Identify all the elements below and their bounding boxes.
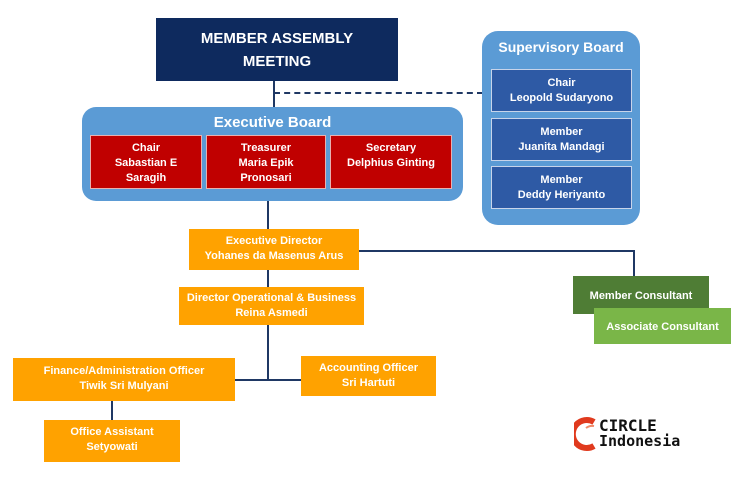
connector-exec-director [267,201,269,229]
supervisory-board-panel: Supervisory Board Chair Leopold Sudaryon… [482,31,640,225]
assembly-line2: MEETING [242,53,312,70]
supervisory-chair-role: Chair [547,77,576,89]
finance-officer-role: Finance/Administration Officer [43,365,205,377]
exec-treasurer-name2: Pronosari [240,172,292,184]
office-assistant-name: Setyowati [86,441,138,453]
logo-word-indonesia: Indonesia [599,432,681,450]
supervisory-chair-box: Chair Leopold Sudaryono [491,69,632,112]
member-consultant-label: Member Consultant [589,290,693,302]
exec-chair-name2: Saragih [125,172,167,184]
connector-staff-h [235,379,301,381]
accounting-officer-name: Sri Hartuti [341,377,396,389]
associate-consultant-box: Associate Consultant [594,308,731,344]
office-assistant-box: Office Assistant Setyowati [44,420,180,462]
accounting-officer-box: Accounting Officer Sri Hartuti [301,356,436,396]
exec-treasurer-role: Treasurer [240,142,292,154]
supervisory-member-role: Member [540,126,583,138]
exec-chair-role: Chair [131,142,161,154]
director-operational-role: Director Operational & Business [186,292,357,304]
connector-ops-staff-v [267,325,269,380]
associate-consultant-label: Associate Consultant [606,321,719,333]
exec-treasurer-name1: Maria Epik [238,157,294,169]
logo-word-circle: CIRCLE [599,416,657,435]
supervisory-member-name: Deddy Heriyanto [517,189,606,201]
supervisory-member-name: Juanita Mandagi [518,141,605,153]
exec-secretary-box: Secretary Delphius Ginting [330,135,452,189]
circle-indonesia-logo: CIRCLE Indonesia [574,416,694,452]
exec-treasurer-box: Treasurer Maria Epik Pronosari [206,135,326,189]
director-operational-box: Director Operational & Business Reina As… [179,287,364,325]
assembly-line1: MEMBER ASSEMBLY [200,30,354,47]
accounting-officer-role: Accounting Officer [318,362,418,374]
circle-logo-icon [574,417,596,451]
exec-chair-name1: Sabastian E [114,157,178,169]
member-assembly-meeting-box: MEMBER ASSEMBLY MEETING [156,18,398,81]
executive-director-box: Executive Director Yohanes da Masenus Ar… [189,229,359,270]
supervisory-member-box: Member Deddy Heriyanto [491,166,632,209]
executive-board-title: Executive Board [213,114,332,131]
exec-secretary-name1: Delphius Ginting [347,157,435,169]
connector-finance-assistant [111,401,113,420]
exec-secretary-role: Secretary [365,142,417,154]
supervisory-chair-name: Leopold Sudaryono [509,92,614,104]
supervisory-member-box: Member Juanita Mandagi [491,118,632,161]
executive-director-role: Executive Director [225,235,323,247]
connector-director-consultant-h [359,250,635,252]
finance-officer-name: Tiwik Sri Mulyani [79,380,169,392]
supervisory-board-title: Supervisory Board [498,39,624,55]
connector-assembly-exec [273,81,275,108]
connector-director-consultant-v [633,250,635,276]
member-consultant-box: Member Consultant [573,276,709,314]
supervisory-member-role: Member [540,174,583,186]
connector-assembly-supervisory-dashed [274,92,483,94]
connector-exec-ops [267,270,269,288]
finance-officer-box: Finance/Administration Officer Tiwik Sri… [13,358,235,401]
director-operational-name: Reina Asmedi [235,307,308,319]
executive-board-panel: Executive Board Chair Sabastian E Saragi… [82,107,463,201]
office-assistant-role: Office Assistant [70,426,154,438]
exec-chair-box: Chair Sabastian E Saragih [90,135,202,189]
executive-director-name: Yohanes da Masenus Arus [204,250,344,262]
